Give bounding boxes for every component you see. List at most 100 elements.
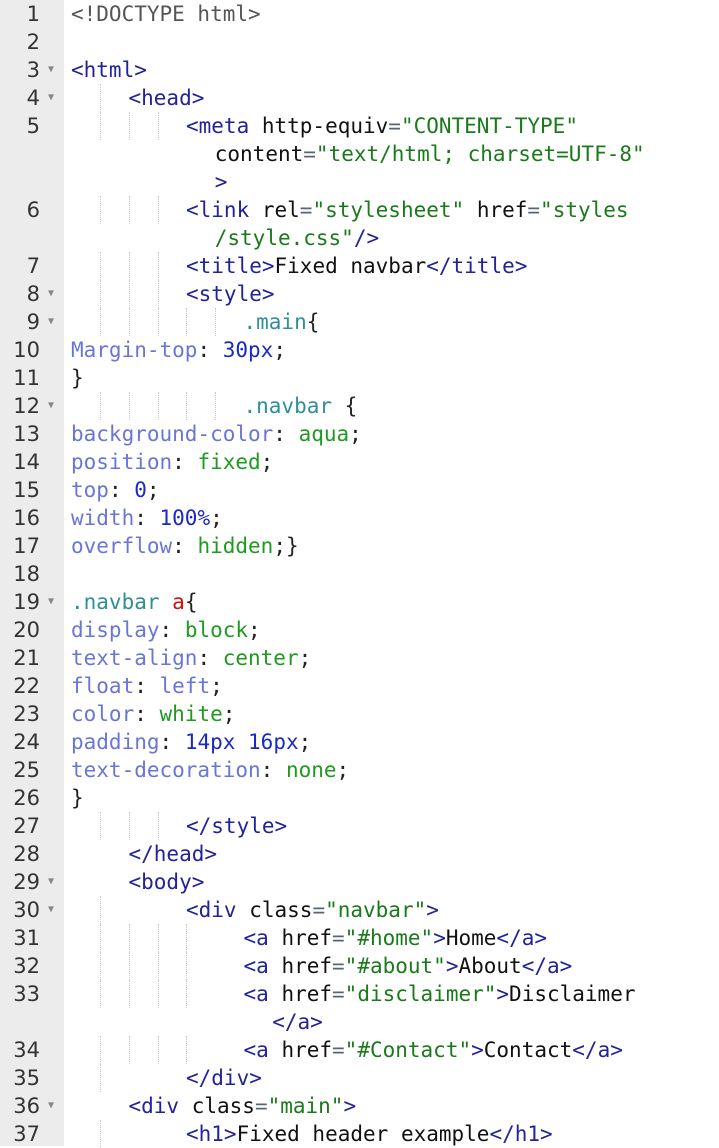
code-token: ; (210, 506, 223, 530)
code-token: > (214, 170, 228, 194)
indent-guide (157, 196, 159, 224)
code-token: padding (71, 730, 160, 754)
indent-guide (100, 1120, 101, 1148)
code-token: </title> (426, 254, 528, 278)
code-token: : (273, 422, 299, 446)
fold-toggle-icon[interactable]: ▼ (47, 92, 55, 103)
code-token: Home (445, 926, 497, 950)
line-number: 4 (26, 86, 40, 110)
fold-toggle-icon[interactable]: ▼ (47, 288, 55, 299)
line-number: 17 (13, 534, 40, 558)
code-line: </style> (186, 812, 287, 840)
code-token: top (71, 478, 109, 502)
code-line: <head> (129, 84, 205, 112)
code-line: <link rel="stylesheet" href="styles (186, 196, 629, 224)
indent-guide (186, 952, 188, 980)
code-token: position (71, 450, 173, 474)
fold-toggle-icon[interactable]: ▼ (47, 400, 55, 411)
code-token: = (303, 142, 316, 166)
indent-guide (100, 952, 101, 980)
line-number: 27 (13, 814, 40, 838)
line-number: 22 (13, 674, 40, 698)
code-token: : (134, 506, 160, 530)
code-token: Contact (483, 1038, 573, 1062)
indent-guide (157, 812, 159, 840)
line-number: 32 (13, 954, 40, 978)
code-token: </a> (272, 1010, 323, 1034)
code-token: class (236, 898, 313, 922)
code-token: color (71, 702, 135, 726)
fold-toggle-icon[interactable]: ▼ (47, 316, 55, 327)
line-number (0, 140, 40, 168)
code-line: </div> (186, 1064, 262, 1092)
code-token: "main" (267, 1094, 344, 1118)
code-line: padding: 14px 16px; (71, 728, 311, 756)
code-token: http-equiv (249, 114, 389, 138)
code-token: "#about" (344, 954, 446, 978)
code-token: href (268, 1038, 333, 1062)
line-number: 20 (13, 618, 40, 642)
fold-toggle-icon[interactable]: ▼ (47, 64, 55, 75)
code-token: text-align (71, 646, 198, 670)
indent-guide (157, 308, 159, 336)
code-token: 30px (222, 338, 274, 362)
code-token: > (433, 926, 446, 950)
code-line: .main{ (244, 308, 320, 336)
code-token: : (197, 338, 223, 362)
code-token: "disclaimer" (344, 982, 497, 1006)
code-token: <meta (186, 114, 250, 138)
code-token: { (332, 394, 358, 418)
indent-guide (100, 392, 101, 420)
line-number: 34 (13, 1038, 40, 1062)
line-number: 18 (13, 562, 40, 586)
code-line: <style> (186, 280, 275, 308)
indent-guide (100, 112, 101, 140)
code-token: float (71, 674, 135, 698)
code-line: width: 100%; (71, 504, 223, 532)
indent-guide (100, 196, 101, 224)
code-token: <!DOCTYPE html> (71, 2, 261, 26)
code-line: display: block; (71, 616, 261, 644)
code-token: a (172, 590, 185, 614)
code-line: background-color: aqua; (71, 420, 362, 448)
fold-toggle-icon[interactable]: ▼ (47, 1100, 55, 1111)
code-token: Disclaimer (509, 982, 636, 1006)
code-token: ; (210, 674, 223, 698)
code-token: <title> (186, 254, 275, 278)
code-token: /style.css" (214, 226, 354, 250)
code-area[interactable]: <!DOCTYPE html><html><head><meta http-eq… (64, 0, 719, 1148)
indent-guide (100, 1036, 101, 1064)
code-token: = (332, 982, 345, 1006)
code-token: ; (298, 646, 312, 670)
code-token: "#Contact" (344, 1038, 472, 1062)
line-number: 9 (26, 310, 40, 334)
indent-guide (157, 980, 159, 1008)
indent-guide (128, 308, 130, 336)
fold-toggle-icon[interactable]: ▼ (47, 876, 55, 887)
code-token: Margin-top (71, 338, 198, 362)
code-token: <div (128, 1094, 180, 1118)
code-line: <meta http-equiv="CONTENT-TYPE" (186, 112, 578, 140)
indent-guide (215, 308, 216, 336)
code-token: white (159, 702, 223, 726)
code-token: : (172, 534, 198, 558)
code-token: > (426, 898, 439, 922)
fold-toggle-icon[interactable]: ▼ (47, 596, 55, 607)
indent-guide (128, 980, 130, 1008)
line-number: 28 (13, 842, 40, 866)
line-number: 36 (13, 1094, 40, 1118)
line-number: 8 (26, 282, 40, 306)
indent-guide (100, 980, 101, 1008)
code-token: > (471, 1038, 484, 1062)
code-token: = (527, 198, 541, 222)
code-token: About (458, 954, 522, 978)
line-number: 37 (13, 1122, 40, 1146)
code-token: ; (248, 618, 261, 642)
code-token: display (71, 618, 160, 642)
fold-toggle-icon[interactable]: ▼ (47, 904, 55, 915)
indent-guide (128, 196, 130, 224)
code-token: "#home" (344, 926, 434, 950)
code-token: class (179, 1094, 255, 1118)
indent-guide (128, 112, 130, 140)
